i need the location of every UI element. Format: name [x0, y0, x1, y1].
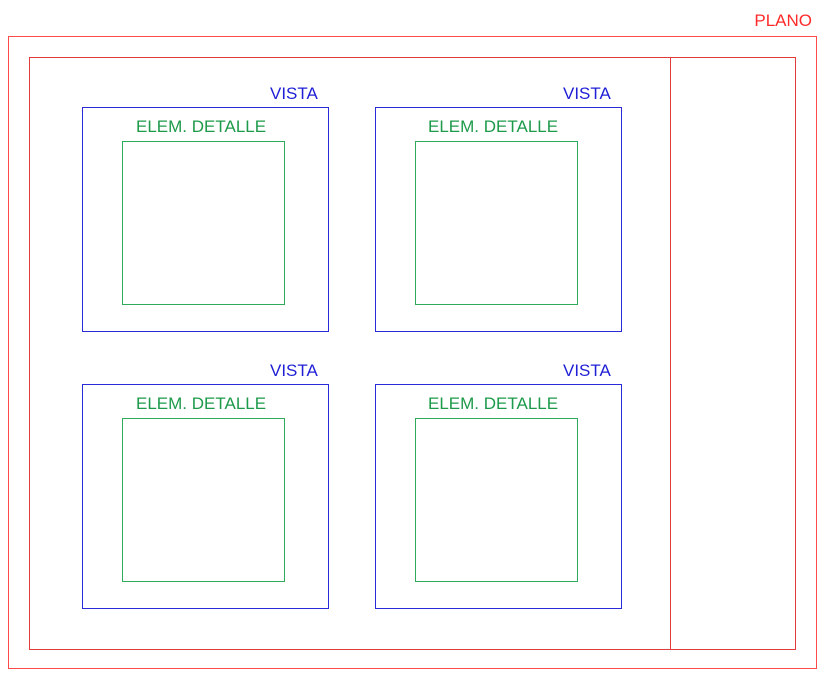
detail-element-label: ELEM. DETALLE — [136, 394, 267, 413]
detail-element-label: ELEM. DETALLE — [136, 117, 267, 136]
vista-frame — [375, 384, 622, 609]
vista-frame — [82, 384, 329, 609]
title-block-divider — [670, 57, 671, 650]
plano-inner-frame — [29, 57, 796, 650]
vista-label: VISTA — [563, 84, 611, 103]
detail-element-frame — [415, 418, 578, 582]
detail-element-frame — [415, 141, 578, 305]
vista-label: VISTA — [563, 361, 611, 380]
plano-outer-frame — [8, 36, 817, 669]
detail-element-label: ELEM. DETALLE — [428, 394, 559, 413]
vista-frame — [375, 107, 622, 332]
vista-label: VISTA — [270, 84, 318, 103]
detail-element-frame — [122, 141, 285, 305]
detail-element-frame — [122, 418, 285, 582]
vista-label: VISTA — [270, 361, 318, 380]
vista-frame — [82, 107, 329, 332]
detail-element-label: ELEM. DETALLE — [428, 117, 559, 136]
plano-label: PLANO — [754, 11, 812, 30]
